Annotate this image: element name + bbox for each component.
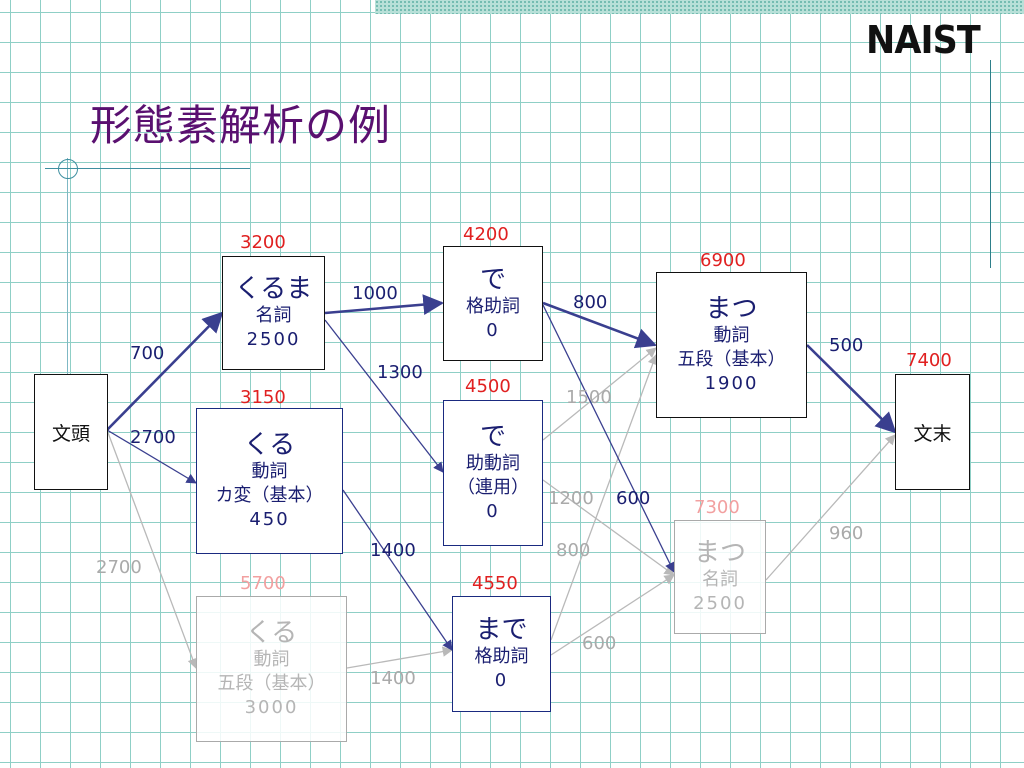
crosshair-icon: [58, 159, 78, 179]
node-cost: 1900: [704, 373, 759, 394]
edge-de-kaku-matsu-noun: [542, 304, 675, 573]
edge-made-matsu-noun: [550, 574, 675, 656]
edge-label-de-jodo-matsu-verb: 1500: [566, 387, 612, 408]
edge-kuru-godan-made: [346, 646, 454, 669]
node-cost: 2500: [693, 593, 747, 614]
node-kuru-godan: くる 動詞 五段（基本） 3000: [196, 596, 347, 742]
node-bos: 文頭: [34, 374, 108, 490]
node-word: で: [479, 422, 506, 452]
edge-de-jodo-matsu-verb: [542, 347, 657, 441]
node-subtype: 五段（基本）: [677, 349, 786, 370]
node-subtype: 五段（基本）: [217, 673, 326, 694]
node-pos: 格助詞: [466, 295, 520, 317]
edge-label-kuruma-de-kaku: 1000: [352, 283, 398, 304]
score-matsu-noun: 7300: [694, 497, 740, 518]
top-pattern-bar: [375, 0, 1024, 14]
edge-label-kuruma-de-jodo: 1300: [377, 362, 423, 383]
node-word: まつ: [705, 294, 758, 324]
score-eos: 7400: [906, 350, 952, 371]
node-de-kaku: で 格助詞 0: [443, 246, 543, 361]
edge-kuruma-de-jodo: [324, 319, 444, 473]
node-subtype: カ変（基本）: [215, 485, 324, 506]
node-pos: 名詞: [702, 569, 738, 590]
node-cost: 3000: [244, 697, 299, 718]
edge-bos-kuru-godan: [106, 429, 198, 669]
node-matsu-noun: まつ 名詞 2500: [674, 520, 766, 634]
score-matsu-verb: 6900: [700, 250, 746, 271]
edge-bos-kuru-kahen: [106, 429, 197, 484]
node-kuruma: くるま 名詞 2500: [222, 256, 325, 370]
node-pos: 格助詞: [474, 646, 529, 667]
page-title: 形態素解析の例: [90, 101, 392, 150]
edge-label-bos-kuru-kahen: 2700: [130, 427, 176, 448]
edge-made-matsu-verb: [550, 354, 658, 641]
edge-de-jodo-matsu-noun: [542, 479, 675, 576]
node-de-jodo: で 助動詞 （連用） 0: [443, 400, 543, 546]
node-kuru-kahen: くる 動詞 カ変（基本） 450: [196, 408, 343, 554]
score-de-jodo: 4500: [465, 376, 511, 397]
decorative-vertical-line-left: [67, 158, 68, 378]
edge-matsu-verb-eos: [806, 344, 897, 434]
edge-bos-kuruma: [106, 311, 224, 431]
edge-kuru-kahen-made: [342, 489, 453, 651]
node-cost: 0: [494, 670, 509, 691]
edge-label-bos-kuru-godan: 2700: [96, 557, 142, 578]
edge-label-de-kaku-matsu-verb: 800: [573, 292, 608, 313]
edge-label-bos-kuruma: 700: [130, 343, 165, 364]
node-bos-label: 文頭: [51, 422, 90, 445]
edge-label-matsu-verb-eos: 500: [829, 335, 864, 356]
node-matsu-verb: まつ 動詞 五段（基本） 1900: [656, 272, 807, 418]
node-pos: 動詞: [251, 461, 288, 482]
node-pos: 動詞: [713, 325, 750, 346]
node-word: くる: [245, 618, 298, 648]
node-word: くる: [243, 430, 296, 460]
edge-label-de-kaku-matsu-noun: 600: [616, 488, 651, 509]
edge-label-kuru-kahen-made: 1400: [370, 540, 416, 561]
node-cost: 0: [486, 501, 500, 522]
score-kuru-kahen: 3150: [240, 387, 286, 408]
node-pos: 助動詞: [466, 453, 520, 474]
edge-label-made-matsu-noun: 600: [582, 633, 617, 654]
node-pos: 動詞: [253, 649, 290, 670]
node-word: まで: [475, 615, 528, 645]
edge-kuruma-de-kaku: [324, 294, 445, 315]
node-word: くるま: [234, 274, 313, 304]
edge-de-kaku-matsu-verb: [542, 301, 657, 349]
node-word: で: [479, 264, 506, 295]
node-subtype: （連用）: [457, 477, 529, 498]
node-made: まで 格助詞 0: [452, 596, 551, 712]
edge-label-de-jodo-matsu-noun: 1200: [548, 488, 594, 509]
node-cost: 2500: [246, 329, 301, 350]
decorative-vertical-line: [990, 60, 991, 268]
edge-label-matsu-noun-eos: 960: [829, 523, 864, 544]
naist-logo: NAIST: [866, 18, 981, 62]
edge-label-made-matsu-verb: 800: [556, 540, 591, 561]
edge-label-kuru-godan-made: 1400: [370, 668, 416, 689]
node-cost: 450: [249, 509, 290, 530]
node-eos-label: 文末: [913, 422, 952, 445]
score-made: 4550: [472, 573, 518, 594]
node-pos: 名詞: [255, 305, 292, 326]
score-kuruma: 3200: [240, 232, 286, 253]
score-kuru-godan: 5700: [240, 573, 286, 594]
decorative-horizontal-line: [45, 168, 250, 169]
node-cost: 0: [486, 319, 500, 341]
edge-matsu-noun-eos: [765, 434, 896, 581]
node-eos: 文末: [895, 374, 970, 490]
node-word: まつ: [693, 538, 746, 568]
score-de-kaku: 4200: [463, 224, 509, 245]
